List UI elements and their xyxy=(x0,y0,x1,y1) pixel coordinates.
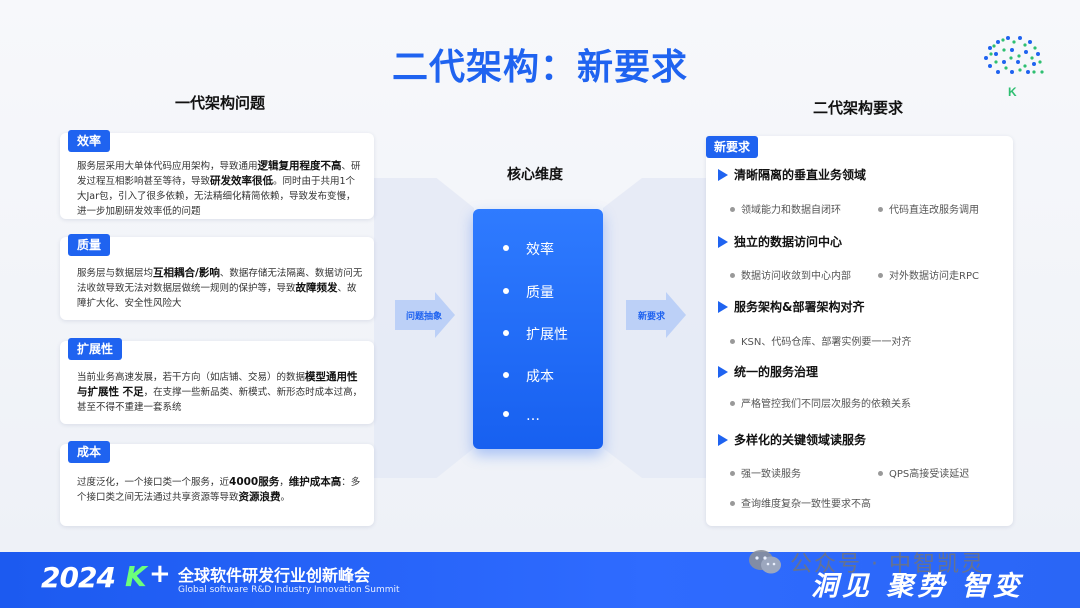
problem-text: 服务层采用大单体代码应用架构，导致通用逻辑复用程度不高、研发过程互相影响甚至等待… xyxy=(77,159,364,219)
bullet-dot-icon xyxy=(503,330,509,336)
emphasis-text: 资源浪费 xyxy=(238,491,281,503)
body-text: 、故障扩大化、安全性风险大 xyxy=(77,283,357,309)
problem-card-quality: 质量 服务层与数据层均互相耦合/影响、数据存储无法隔离、数据访问无法收敛导致无法… xyxy=(60,234,374,320)
body-text: ， xyxy=(279,477,289,488)
requirement-sub: QPS高接受读延迟 xyxy=(878,465,969,480)
arrow-right-icon-2 xyxy=(626,292,686,338)
footer-plus: + xyxy=(149,559,171,589)
problem-tag: 扩展性 xyxy=(68,338,123,360)
problem-card-scalability: 扩展性 当前业务高速发展，若干方向（如店铺、交易）的数据模型通用性与扩展性 不足… xyxy=(60,338,374,424)
slide: 二代架构：新要求 K 一代架构问题 二代架构要求 问题抽象 新要求 效率 xyxy=(0,0,1080,552)
footer-event-name-en: Global software R&D Industry Innovation … xyxy=(178,585,400,595)
brain-logo-icon: K xyxy=(984,36,1044,99)
body-text: 。同时由于共用1个大Jar包，引入了很多依赖，无法精细化精简依赖，导致发布变慢，… xyxy=(77,176,356,217)
triangle-icon xyxy=(718,235,728,248)
arrow-right-icon xyxy=(395,292,455,338)
footer-year: 2024 xyxy=(41,561,116,594)
triangle-icon xyxy=(718,365,728,378)
problem-text: 当前业务高速发展，若干方向（如店铺、交易）的数据模型通用性与扩展性 不足，在支撑… xyxy=(77,370,364,415)
emphasis-text: 维护成本高 xyxy=(288,476,342,488)
footer-slogan: 洞见 聚势 智变 xyxy=(811,571,1024,602)
footer-event-name: 全球软件研发行业创新峰会 xyxy=(178,566,371,585)
watermark-text: 公众号 · 中智凯灵 xyxy=(790,552,985,577)
problem-text: 过度泛化，一个接口类一个服务，近4000服务，维护成本高：多个接口类之间无法通过… xyxy=(77,475,364,505)
problem-text: 服务层与数据层均互相耦合/影响、数据存储无法隔离、数据访问无法收敛导致无法对数据… xyxy=(77,266,364,311)
requirement-title: 统一的服务治理 xyxy=(718,363,818,380)
problem-tag: 质量 xyxy=(68,234,111,256)
right-heading: 二代架构要求 xyxy=(813,99,904,117)
requirement-sub: 代码直连改服务调用 xyxy=(878,201,979,216)
body-text: 、研发过程互相影响甚至等待，导致 xyxy=(77,161,361,187)
triangle-icon xyxy=(718,300,728,313)
triangle-icon xyxy=(718,433,728,446)
problem-tag: 效率 xyxy=(68,130,111,152)
requirement-sub: 领域能力和数据自闭环 xyxy=(730,201,841,216)
requirement-title: 独立的数据访问中心 xyxy=(718,233,842,250)
footer-banner: 2024 K + 全球软件研发行业创新峰会 Global software R&… xyxy=(0,552,1080,608)
problem-tag: 成本 xyxy=(68,441,111,463)
emphasis-text: 模型通用性与扩展性 不足 xyxy=(77,371,358,398)
requirement-title: 多样化的关键领域读服务 xyxy=(718,431,866,448)
problem-card-cost: 成本 过度泛化，一个接口类一个服务，近4000服务，维护成本高：多个接口类之间无… xyxy=(60,441,374,526)
requirement-sub: 数据访问收敛到中心内部 xyxy=(730,267,851,282)
requirement-sub: 严格管控我们不同层次服务的依赖关系 xyxy=(730,395,911,410)
requirements-tag: 新要求 xyxy=(706,136,759,158)
page-title: 二代架构：新要求 xyxy=(391,47,688,88)
core-item: 效率 xyxy=(503,239,554,259)
core-item: 扩展性 xyxy=(503,324,568,344)
triangle-icon xyxy=(718,168,728,181)
requirement-sub: 查询维度复杂一致性要求不高 xyxy=(730,495,871,510)
arrow-right-label: 新要求 xyxy=(638,312,666,322)
core-dimensions-box: 效率 质量 扩展性 成本 … xyxy=(473,209,603,449)
left-heading: 一代架构问题 xyxy=(175,94,266,112)
bullet-dot-icon xyxy=(503,245,509,251)
bullet-dot-icon xyxy=(503,288,509,294)
emphasis-text: 逻辑复用程度不高 xyxy=(257,160,342,172)
body-text: ，在支撑一些新品类、新模式、新形态时成本过高，甚至不得不重建一套系统 xyxy=(77,387,363,413)
bullet-dot-icon xyxy=(503,411,509,417)
emphasis-text: 研发效率很低 xyxy=(210,175,274,187)
body-text: 服务层采用大单体代码应用架构，导致通用 xyxy=(77,161,258,172)
core-item: 质量 xyxy=(503,282,554,302)
core-item: 成本 xyxy=(503,366,554,386)
requirement-sub: 对外数据访问走RPC xyxy=(878,267,979,282)
watermark: 公众号 · 中智凯灵 xyxy=(748,546,985,578)
requirements-panel: 新要求 清晰隔离的垂直业务领域 领域能力和数据自闭环 代码直连改服务调用 独立的… xyxy=(706,136,1013,526)
requirement-sub: KSN、代码仓库、部署实例要一一对齐 xyxy=(730,333,911,348)
emphasis-text: 故障频发 xyxy=(295,282,338,294)
body-text: 当前业务高速发展，若干方向（如店铺、交易）的数据 xyxy=(77,372,306,383)
problem-card-efficiency: 效率 服务层采用大单体代码应用架构，导致通用逻辑复用程度不高、研发过程互相影响甚… xyxy=(60,130,374,219)
body-text: 服务层与数据层均 xyxy=(77,268,154,279)
body-text: 。 xyxy=(280,492,291,503)
body-text: 过度泛化，一个接口类一个服务，近 xyxy=(77,477,230,488)
requirement-sub: 强一致读服务 xyxy=(730,465,801,480)
body-text: 、数据存储无法隔离、数据访问无法收敛导致无法对数据层做统一规则的保护等，导致 xyxy=(77,268,363,294)
svg-text:K: K xyxy=(1008,85,1017,99)
requirement-title: 清晰隔离的垂直业务领域 xyxy=(718,166,866,183)
requirement-title: 服务架构&部署架构对齐 xyxy=(718,298,864,315)
emphasis-text: 互相耦合/影响 xyxy=(153,267,220,279)
core-title: 核心维度 xyxy=(507,167,563,183)
arrow-left-label: 问题抽象 xyxy=(406,312,443,322)
core-item: … xyxy=(503,408,540,424)
footer-k-logo: K xyxy=(125,560,147,593)
body-text: ：多个接口类之间无法通过共享资源等导致 xyxy=(77,477,361,503)
bullet-dot-icon xyxy=(503,372,509,378)
emphasis-text: 4000服务 xyxy=(229,476,280,488)
wechat-icon xyxy=(749,550,781,574)
